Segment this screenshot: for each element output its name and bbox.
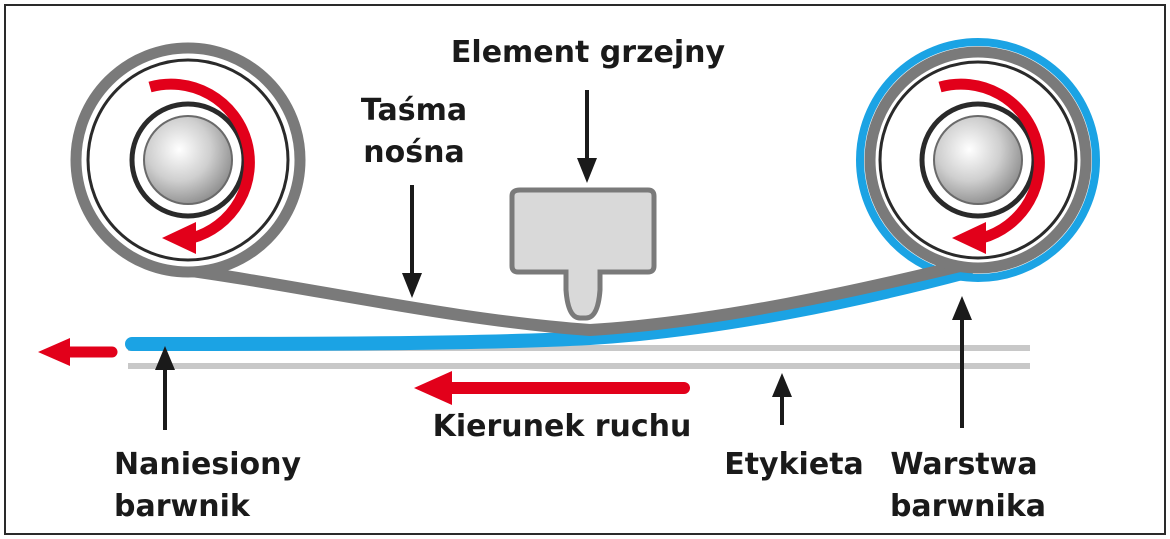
dye-layer [125, 38, 1100, 351]
heating-element-pointer-arrow-icon [577, 90, 597, 183]
dye-layer-label-line1: Warstwa [890, 447, 1037, 482]
carrier-tape [169, 260, 962, 337]
right-roll-core [933, 115, 1023, 205]
label-pointer-arrow-icon [772, 373, 792, 425]
right-ribbon-roll [864, 46, 1092, 274]
label-label: Etykieta [724, 447, 864, 482]
carrier-tape-label-line2: nośna [363, 135, 464, 170]
applied-dye-label-line2: barwnik [114, 489, 251, 524]
heating-element-shape [509, 187, 657, 321]
output-direction-arrow-icon [38, 338, 118, 366]
dye-layer-pointer-arrow-icon [952, 296, 972, 428]
applied-dye-label-line1: Naniesiony [114, 447, 301, 482]
carrier-tape-label-line1: Taśma [361, 93, 467, 128]
direction-label: Kierunek ruchu [433, 409, 692, 444]
applied-dye-pointer-arrow-icon [155, 346, 175, 430]
left-roll-core [143, 115, 233, 205]
heating-element-label: Element grzejny [451, 35, 726, 70]
dye-layer-label-line2: barwnika [890, 489, 1046, 524]
right-rotation-arrow-icon [938, 78, 1045, 254]
left-ribbon-roll [70, 42, 306, 278]
left-rotation-arrow-icon [148, 78, 255, 254]
movement-direction-arrow-icon [414, 371, 690, 405]
carrier-tape-pointer-arrow-icon [402, 185, 422, 298]
